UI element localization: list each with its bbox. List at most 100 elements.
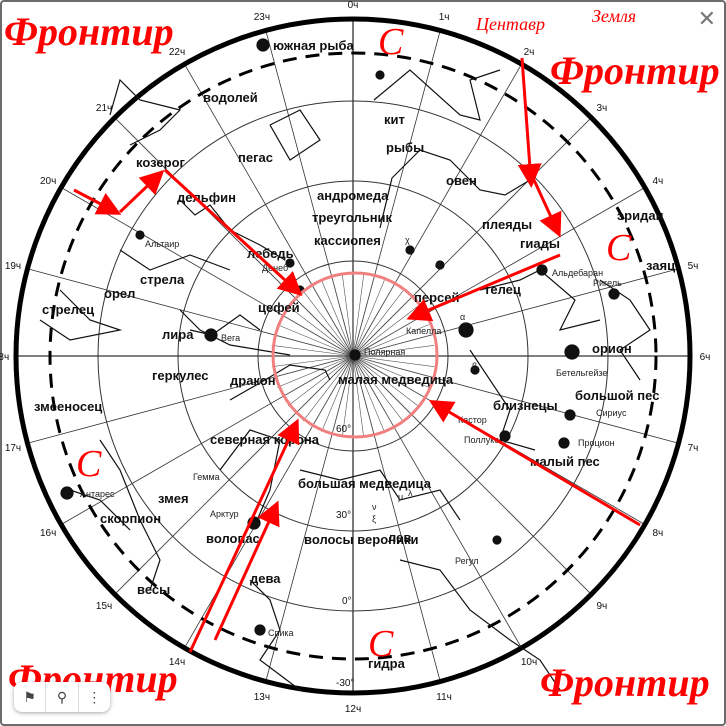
declination-label: 0°	[342, 596, 352, 607]
pole-grid-line	[352, 355, 429, 388]
pole-grid-line	[352, 284, 395, 357]
pole-grid-line	[341, 274, 354, 357]
pole-grid-line	[352, 355, 385, 432]
constellation-label: дельфин	[177, 190, 236, 205]
greek-label: ξ	[372, 514, 376, 524]
hour-label: 21ч	[96, 103, 112, 114]
hour-label: 5ч	[688, 261, 699, 272]
constellation-label: заяц	[646, 258, 675, 273]
pole-grid-line	[294, 297, 354, 357]
constellation-label: змея	[158, 491, 189, 506]
constellation-label: цефей	[258, 300, 300, 315]
pole-grid-line	[352, 355, 375, 436]
pole-grid-line	[281, 355, 354, 398]
star-label: Гемма	[193, 472, 220, 482]
constellation-label: стрела	[140, 272, 185, 287]
hour-label: 12ч	[345, 704, 361, 715]
pole-grid-line	[352, 355, 435, 368]
hour-labels: 0ч1ч2ч3ч4ч5ч6ч7ч8ч9ч10ч11ч12ч13ч14ч15ч16…	[0, 0, 710, 715]
constellation-label: северная корона	[210, 432, 320, 447]
pole-grid-line	[352, 280, 385, 357]
hour-label: 18ч	[0, 352, 9, 363]
constellation-label: орион	[592, 341, 632, 356]
ecliptic-dashed-circle	[48, 51, 658, 661]
pole-grid-line	[341, 355, 354, 438]
constellation-label: лев	[388, 530, 411, 545]
pole-grid-line	[352, 276, 375, 357]
pole-grid-line	[352, 334, 433, 357]
star-label: Поллукс	[464, 435, 499, 445]
constellation-label: гиады	[520, 236, 560, 251]
sector-c-label: С	[368, 623, 394, 665]
declination-label: 30°	[336, 510, 351, 521]
pole-grid-line	[352, 324, 429, 357]
pole-grid-line	[302, 290, 354, 357]
pole-grid-line	[321, 280, 354, 357]
frontier-label: Фронтир	[540, 660, 710, 705]
lens-icon[interactable]: ⚲	[46, 682, 79, 712]
pole-grid-line	[331, 276, 354, 357]
constellation-label: козерог	[136, 155, 186, 170]
star-label: Альтаир	[145, 239, 179, 249]
greek-label: χ	[405, 235, 410, 245]
horizon-circle	[13, 16, 693, 696]
image-toolbar: ⚑ ⚲ ⋮	[14, 682, 110, 712]
star-label: Спика	[268, 628, 294, 638]
constellation-label: водолей	[203, 90, 258, 105]
constellation-label: лира	[162, 327, 194, 342]
greek-label: α	[460, 312, 465, 322]
constellation-label: весы	[137, 582, 170, 597]
greek-label: β	[472, 361, 477, 371]
hour-label: 23ч	[254, 12, 270, 23]
constellation-figures	[39, 38, 651, 691]
star-label: Антарес	[80, 489, 115, 499]
greek-label: α	[435, 260, 440, 270]
declination-30-circle	[177, 180, 529, 532]
constellation-label: треугольник	[312, 210, 393, 225]
pole-grid-line	[294, 355, 354, 415]
constellation-label: рыбы	[386, 140, 424, 155]
star-label: Регул	[455, 556, 478, 566]
star-label: Процион	[578, 438, 615, 448]
pole-grid-line	[352, 274, 365, 357]
constellation-label: близнецы	[493, 398, 558, 413]
pole-grid-line	[287, 355, 354, 407]
constellation-label: эридан	[617, 208, 663, 223]
pole-grid-line	[352, 344, 435, 357]
declination-0-circle	[97, 100, 609, 612]
constellation-label: южная рыба	[273, 38, 354, 53]
star-label: Сириус	[596, 408, 627, 418]
constellation-label: дракон	[230, 373, 276, 388]
frontier-label: Фронтир	[550, 48, 720, 93]
star-label: Денеб	[262, 263, 288, 273]
hour-label: 14ч	[169, 657, 185, 668]
greek-label: λ	[408, 488, 413, 498]
star-label: Полярная	[364, 347, 405, 357]
constellation-label: геркулес	[152, 368, 209, 383]
pole-grid-line	[277, 324, 354, 357]
hour-label: 13ч	[254, 692, 270, 703]
pole-grid-line	[352, 355, 433, 378]
pole-grid-line	[352, 355, 425, 398]
hour-label: 22ч	[169, 47, 185, 58]
pole-grid-line	[352, 355, 412, 415]
hour-label: 2ч	[524, 47, 535, 58]
sector-c-label: С	[606, 227, 632, 269]
bookmark-icon[interactable]: ⚑	[14, 682, 47, 712]
close-icon[interactable]: ✕	[697, 6, 716, 31]
constellation-label: волосы вероники	[304, 532, 419, 547]
centaur-label: Центавр	[475, 14, 545, 34]
star-label: Бетельгейзе	[556, 368, 607, 378]
constellation-label: персей	[414, 290, 459, 305]
more-options-button[interactable]: ⋮	[87, 688, 102, 705]
pole-grid-line	[273, 334, 354, 357]
hour-label: 0ч	[348, 0, 359, 11]
pole-grid-line	[287, 305, 354, 357]
sector-c-label: С	[378, 21, 404, 63]
hour-label: 6ч	[700, 352, 711, 363]
star-label: Кастор	[458, 415, 487, 425]
pole-grid-line	[277, 355, 354, 388]
hour-label: 15ч	[96, 601, 112, 612]
greek-label: μ	[398, 492, 403, 502]
